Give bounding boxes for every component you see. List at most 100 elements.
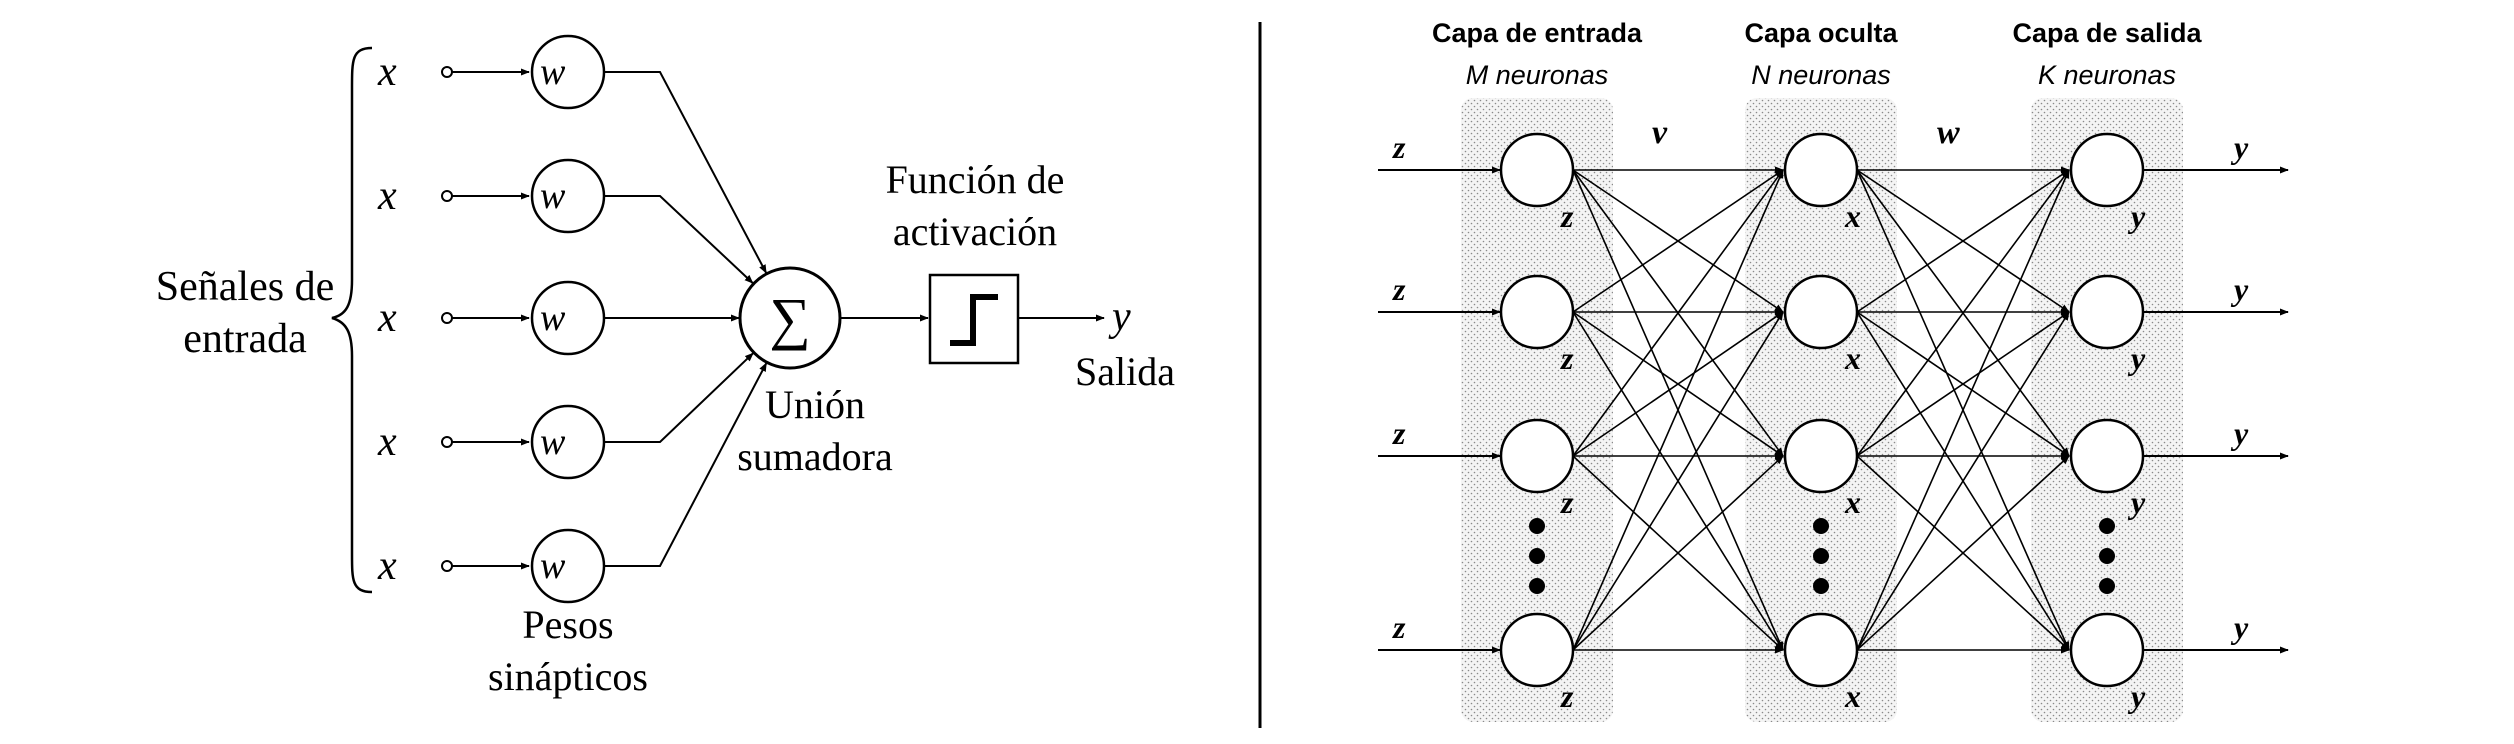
neuron-node xyxy=(1499,612,1575,688)
weight-to-sum-arrow xyxy=(604,352,754,443)
network-input-label: z xyxy=(1392,129,1406,165)
input-terminal xyxy=(441,66,453,78)
layer-title: Capa oculta xyxy=(1744,18,1898,48)
neuron-node xyxy=(1783,612,1859,688)
weight-matrix-label: w xyxy=(1937,114,1960,151)
weight-symbol: w xyxy=(540,175,566,217)
input-terminal xyxy=(441,190,453,202)
ellipsis-dot xyxy=(1813,548,1829,564)
network-output-label: y xyxy=(2230,415,2249,451)
neuron-label: z xyxy=(1560,340,1574,376)
ellipsis-dot xyxy=(1813,518,1829,534)
input-signals-label-line1: Señales de xyxy=(156,264,334,310)
neuron-node xyxy=(2069,612,2145,688)
weight-symbol: w xyxy=(540,421,566,463)
weight-symbol: w xyxy=(540,51,566,93)
layer-subtitle: M neuronas xyxy=(1466,60,1609,90)
layer-size-var: N xyxy=(1751,60,1771,90)
neuron-node xyxy=(1499,274,1575,350)
input-terminal xyxy=(441,312,453,324)
input-symbol: x xyxy=(377,295,397,341)
network-input-label: z xyxy=(1392,415,1406,451)
layer-size-word: neuronas xyxy=(1771,60,1891,90)
neuron-node xyxy=(1783,132,1859,208)
weights-label-line2: sinápticos xyxy=(488,654,648,699)
weight-symbol: w xyxy=(540,297,566,339)
network-output-label: y xyxy=(2230,271,2249,307)
input-symbol: x xyxy=(377,543,397,589)
neuron-label: y xyxy=(2127,678,2146,714)
layer-subtitle: N neuronas xyxy=(1751,60,1891,90)
neuron-label: y xyxy=(2127,484,2146,520)
network-input-label: z xyxy=(1392,271,1406,307)
weight-to-sum-arrow xyxy=(604,195,754,284)
neuron-label: x xyxy=(1844,198,1861,234)
layer-band xyxy=(1745,98,1897,722)
neuron-node xyxy=(1783,418,1859,494)
ellipsis-dot xyxy=(2099,578,2115,594)
neuron-node xyxy=(2069,274,2145,350)
output-label: Salida xyxy=(1075,349,1175,394)
neuron-label: z xyxy=(1560,198,1574,234)
neuron-label: z xyxy=(1560,678,1574,714)
ellipsis-dot xyxy=(1813,578,1829,594)
synapse-arrow xyxy=(1856,455,2070,651)
synapse-arrow xyxy=(1572,169,1784,651)
synapse-arrow xyxy=(1856,311,2070,457)
sum-label-line2: sumadora xyxy=(737,434,893,479)
synapse-arrow xyxy=(1572,169,1784,313)
layer-band xyxy=(2031,98,2183,722)
input-symbol: x xyxy=(377,49,397,95)
network-output-label: y xyxy=(2230,609,2249,645)
synapse-arrow xyxy=(1856,169,2070,457)
layer-band xyxy=(1461,98,1613,722)
layer-subtitle: K neuronas xyxy=(2038,60,2176,90)
input-terminal xyxy=(441,560,453,572)
neuron-label: x xyxy=(1844,484,1861,520)
step-function-icon xyxy=(950,294,998,346)
activation-label-line2: activación xyxy=(893,209,1057,254)
ellipsis-dot xyxy=(1529,518,1545,534)
weight-to-sum-arrow xyxy=(604,71,768,274)
network-output-label: y xyxy=(2230,129,2249,165)
synapse-arrow xyxy=(1572,311,1784,457)
layer-size-word: neuronas xyxy=(2056,60,2176,90)
neuron-label: z xyxy=(1560,484,1574,520)
neuron-node xyxy=(2069,132,2145,208)
layer-size-var: M xyxy=(1466,60,1489,90)
synapse-arrow xyxy=(1572,169,1784,457)
output-symbol: y xyxy=(1108,294,1131,340)
weight-symbol: w xyxy=(540,545,566,587)
neuron-label: x xyxy=(1844,340,1861,376)
input-terminal xyxy=(441,436,453,448)
neuron-node xyxy=(1783,274,1859,350)
ellipsis-dot xyxy=(1529,548,1545,564)
weight-to-sum-arrow xyxy=(604,362,768,567)
layer-size-var: K xyxy=(2038,60,2057,90)
synapse-arrow xyxy=(1572,311,1784,651)
ellipsis-dot xyxy=(2099,548,2115,564)
activation-label-line1: Función de xyxy=(886,157,1065,202)
input-symbol: x xyxy=(377,419,397,465)
neuron-node xyxy=(2069,418,2145,494)
weight-matrix-label: v xyxy=(1652,114,1668,151)
network-input-label: z xyxy=(1392,609,1406,645)
neuron-node xyxy=(1499,132,1575,208)
neuron-label: x xyxy=(1844,678,1861,714)
input-signals-label-line2: entrada xyxy=(183,316,307,362)
layer-title: Capa de salida xyxy=(2012,18,2202,48)
neuron-node xyxy=(1499,418,1575,494)
ellipsis-dot xyxy=(2099,518,2115,534)
synapse-arrow xyxy=(1572,455,1784,651)
sum-label-line1: Unión xyxy=(765,382,865,427)
ellipsis-dot xyxy=(1529,578,1545,594)
